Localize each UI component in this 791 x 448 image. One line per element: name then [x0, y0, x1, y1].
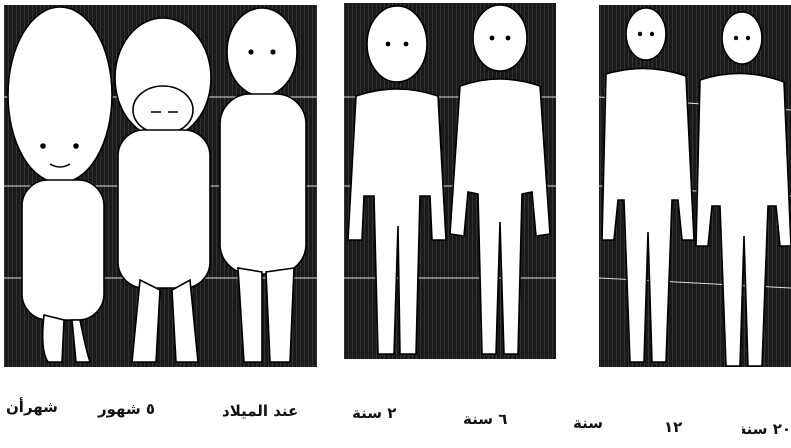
label-year: سنة	[573, 414, 603, 432]
label-12: ١٢	[664, 418, 682, 436]
label-20-years: ٢٠ سنة	[742, 420, 791, 438]
panel-teens-adults	[599, 5, 791, 367]
label-2-months: شهرأن	[6, 398, 58, 416]
label-6-years: ٦ سنة	[463, 410, 507, 428]
panel-children	[344, 3, 556, 359]
label-5-months: ٥ شهور	[98, 400, 155, 418]
panel-infant	[4, 5, 317, 367]
label-2-years: ٢ سنة	[352, 404, 396, 422]
label-at-birth: عند الميلاد	[222, 402, 298, 420]
